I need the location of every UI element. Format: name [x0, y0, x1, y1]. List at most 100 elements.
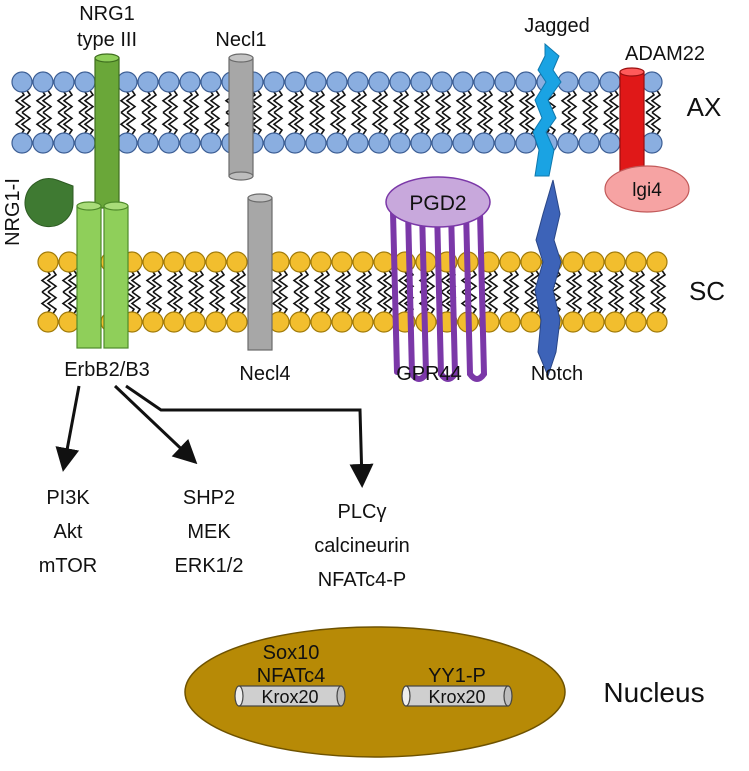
- lipid-tail: [382, 291, 394, 316]
- lipid-tail: [308, 88, 320, 114]
- lipid-tail: [518, 111, 530, 137]
- lipid-head: [289, 251, 311, 273]
- lipid-tail: [350, 88, 362, 114]
- lipid-tail: [308, 111, 320, 137]
- lipid-head: [562, 311, 584, 333]
- lipid-tail: [35, 111, 47, 137]
- lipid-tail: [182, 88, 194, 114]
- lipid-head: [389, 71, 411, 93]
- lipid-tail: [566, 88, 578, 114]
- lipid-tail: [203, 88, 215, 114]
- lipid-tail: [455, 111, 467, 137]
- lipid-head: [142, 311, 164, 333]
- lipid-tail: [319, 291, 331, 316]
- lipid-tail: [419, 111, 431, 137]
- lipid-head: [331, 251, 353, 273]
- lipid-tail: [634, 291, 646, 316]
- lipid-head: [32, 71, 54, 93]
- lipid-head: [625, 311, 647, 333]
- lipid-head: [494, 132, 516, 154]
- lipid-tail: [655, 291, 667, 316]
- lipid-head: [452, 71, 474, 93]
- lipid-tail: [14, 111, 26, 137]
- lipid-head: [158, 132, 180, 154]
- lipid-tail: [649, 268, 661, 293]
- lipid-tail: [67, 291, 79, 316]
- lipid-tail: [508, 291, 520, 316]
- lipid-tail: [161, 111, 173, 137]
- lipid-tail: [167, 111, 179, 137]
- lipid-head: [646, 311, 668, 333]
- lipid-tail: [46, 291, 58, 316]
- lipid-tail: [208, 268, 220, 293]
- nrg1-i-label: NRG1-I: [2, 178, 24, 246]
- lipid-head: [578, 71, 600, 93]
- lipid-tail: [62, 111, 74, 137]
- lipid-head: [431, 71, 453, 93]
- pathway-item: NFATc4-P: [318, 569, 407, 591]
- lipid-head: [347, 71, 369, 93]
- nrg1-i-ligand: [24, 178, 74, 228]
- lipid-tail: [314, 111, 326, 137]
- lipid-tail: [146, 88, 158, 114]
- lipid-head: [473, 71, 495, 93]
- lipid-tail: [298, 268, 310, 293]
- necl1-label: Necl1: [215, 29, 266, 51]
- lipid-tail: [586, 291, 598, 316]
- lipid-head: [142, 251, 164, 273]
- pathway-erk: SHP2 MEK ERK1/2: [175, 487, 244, 577]
- lipid-tail: [502, 268, 514, 293]
- lipid-tail: [350, 111, 362, 137]
- lipid-tail: [319, 268, 331, 293]
- lipid-tail: [592, 291, 604, 316]
- lipid-tail: [229, 291, 241, 316]
- lipid-head: [373, 251, 395, 273]
- lipid-tail: [292, 268, 304, 293]
- lipid-tail: [292, 291, 304, 316]
- arrow-to-pi3k: [55, 385, 81, 472]
- lipid-tail: [61, 268, 73, 293]
- lipid-head: [452, 132, 474, 154]
- lipid-tail: [440, 88, 452, 114]
- adam22-label: ADAM22: [625, 43, 705, 65]
- lipid-tail: [125, 88, 137, 114]
- lipid-tail: [119, 88, 131, 114]
- lipid-tail: [523, 291, 535, 316]
- lipid-tail: [461, 88, 473, 114]
- lipid-tail: [571, 291, 583, 316]
- lipid-tail: [56, 111, 68, 137]
- lipid-tail: [335, 111, 347, 137]
- lipid-head: [599, 71, 621, 93]
- lipid-tail: [130, 268, 142, 293]
- lipid-head: [200, 132, 222, 154]
- lipid-head: [410, 132, 432, 154]
- lipid-tail: [287, 111, 299, 137]
- lipid-tail: [376, 268, 388, 293]
- lipid-head: [557, 132, 579, 154]
- lipid-tail: [77, 88, 89, 114]
- lipid-tail: [503, 111, 515, 137]
- lipid-tail: [193, 291, 205, 316]
- lipid-tail: [140, 88, 152, 114]
- lipid-tail: [356, 88, 368, 114]
- lipid-tail: [334, 291, 346, 316]
- lipid-tail: [287, 88, 299, 114]
- lipid-head: [604, 311, 626, 333]
- lipid-tail: [355, 268, 367, 293]
- jagged-label: Jagged: [524, 15, 590, 37]
- lipid-tail: [188, 88, 200, 114]
- lipid-head: [263, 132, 285, 154]
- lipid-tail: [482, 88, 494, 114]
- pathway-item: calcineurin: [314, 535, 410, 557]
- lipid-tail: [172, 268, 184, 293]
- lipid-tail: [209, 111, 221, 137]
- lipid-head: [646, 251, 668, 273]
- lipid-tail: [644, 88, 656, 114]
- lipid-tail: [628, 291, 640, 316]
- lipid-tail: [377, 88, 389, 114]
- lipid-tail: [581, 111, 593, 137]
- lipid-tail: [361, 268, 373, 293]
- lipid-head: [226, 251, 248, 273]
- lipid-tail: [607, 268, 619, 293]
